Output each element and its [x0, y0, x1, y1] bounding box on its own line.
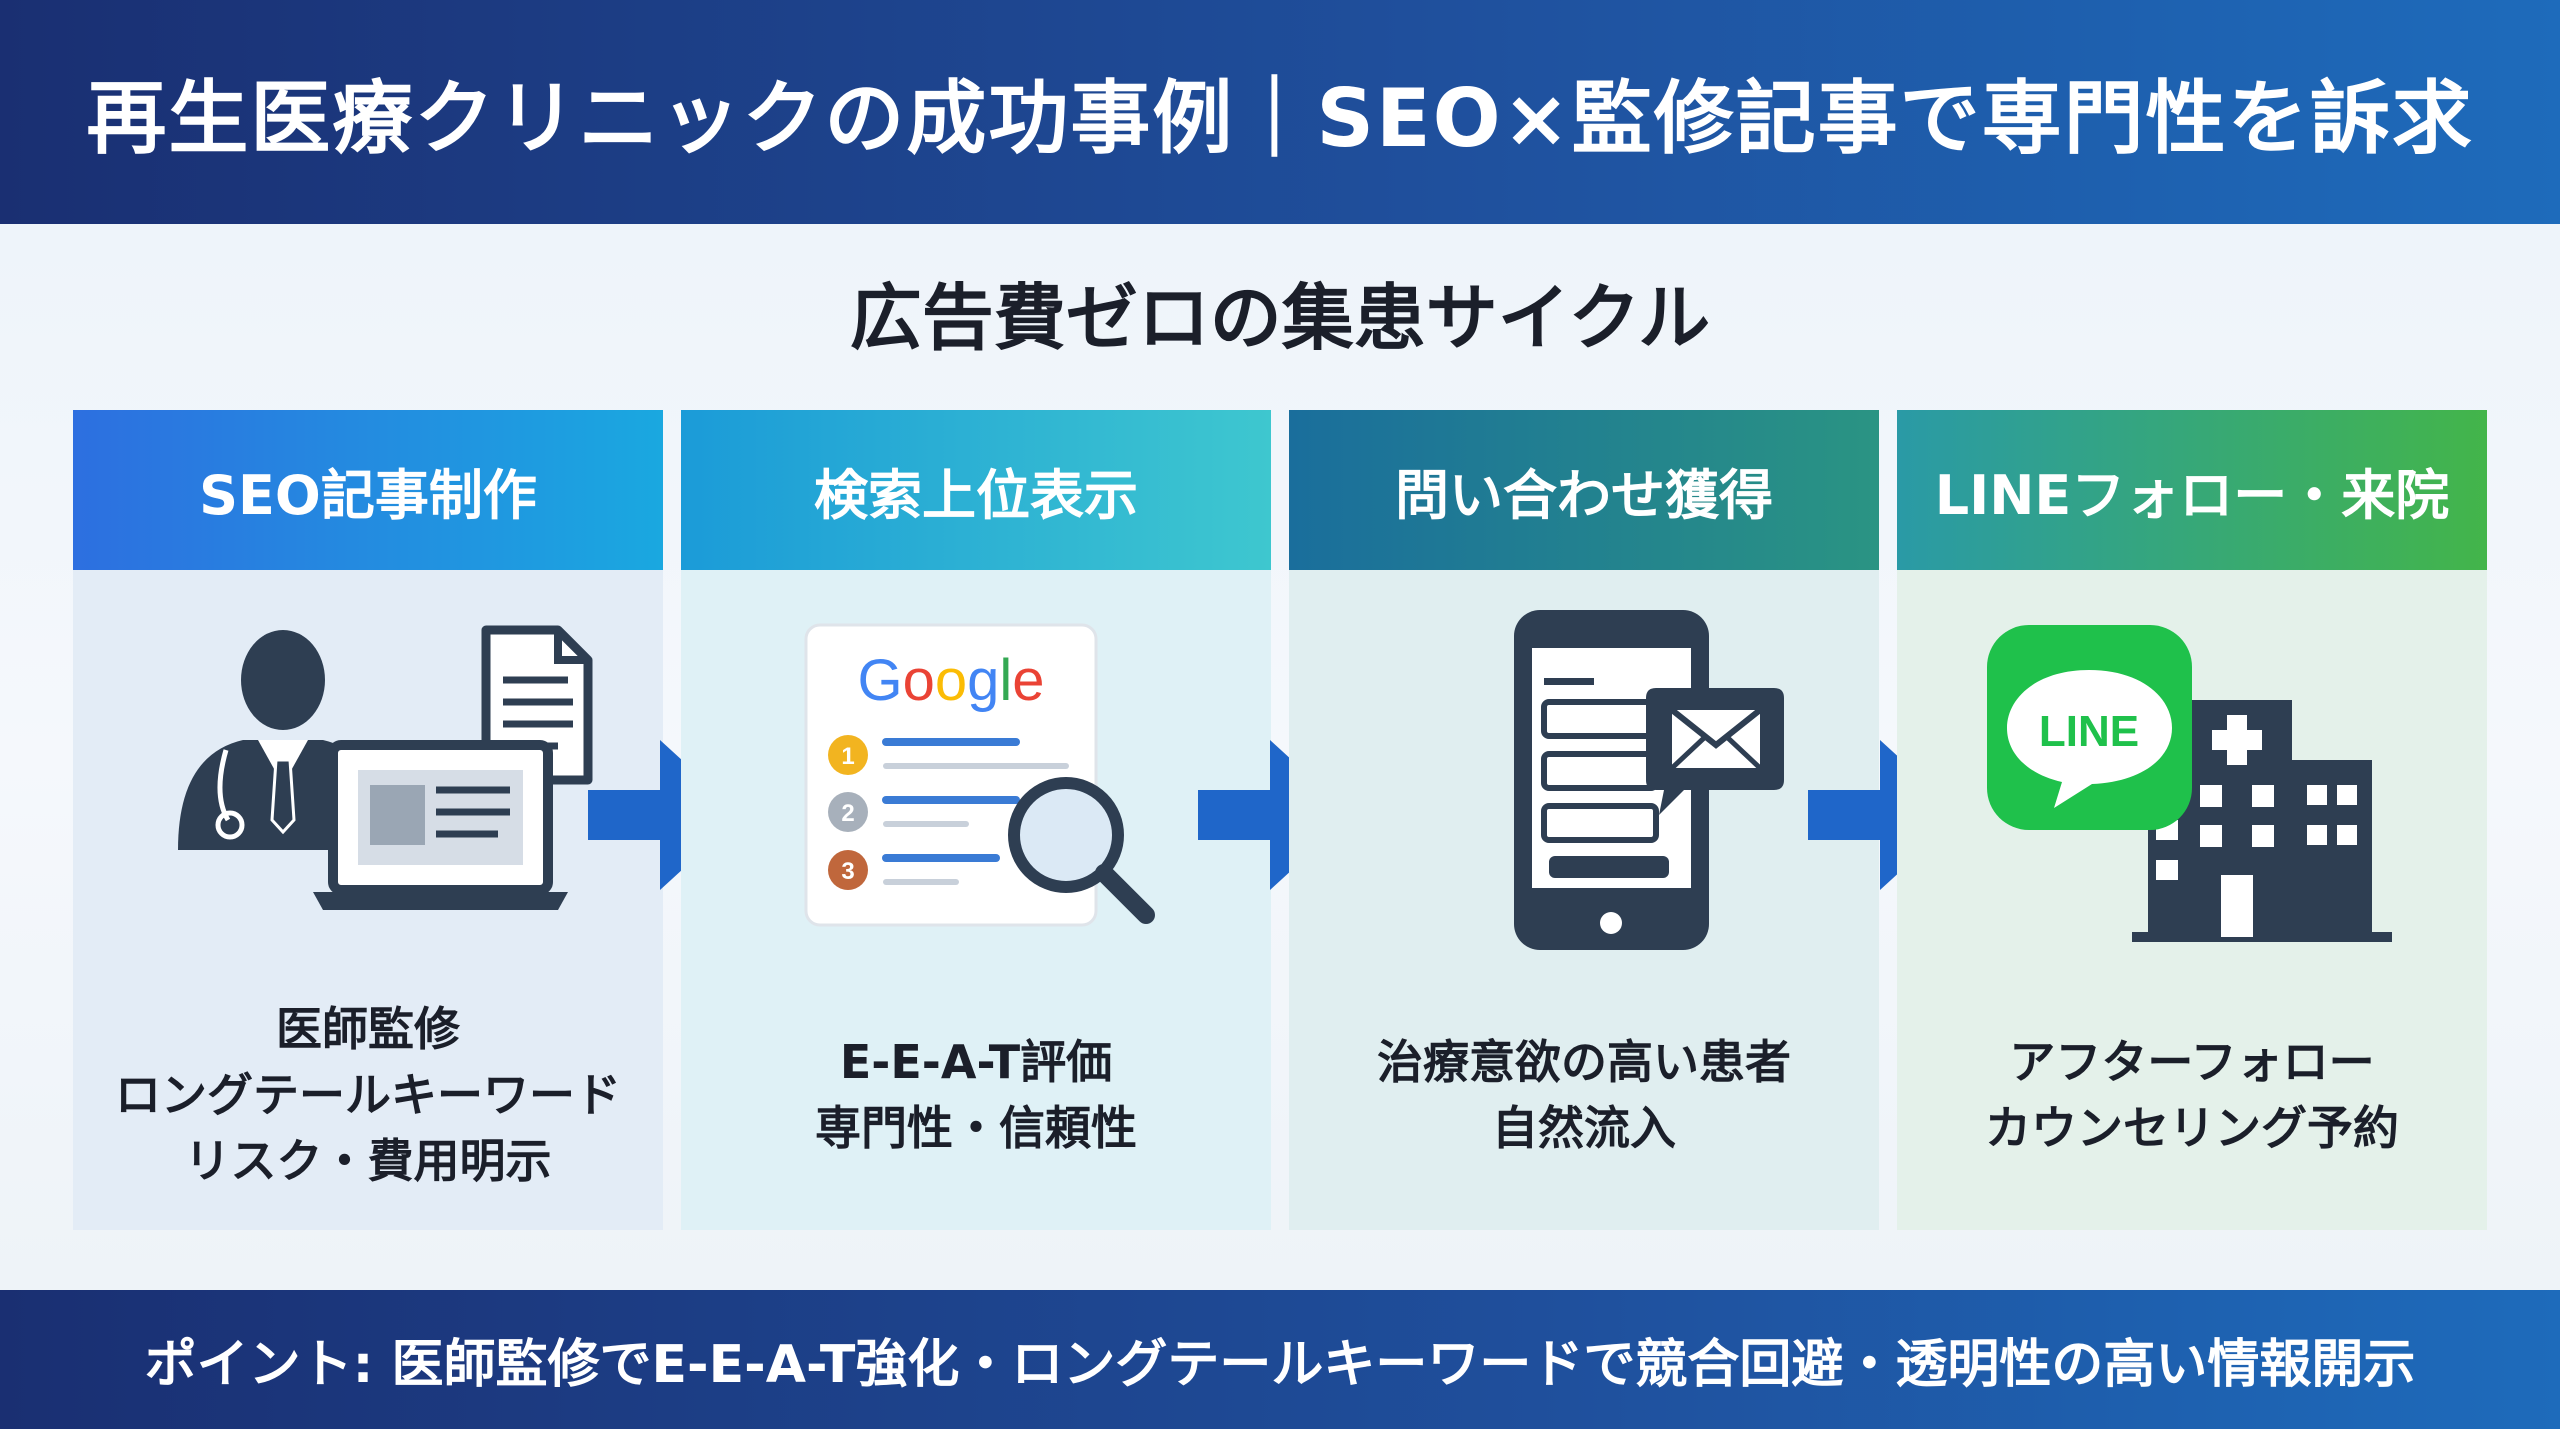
step-title: SEO記事制作 — [199, 463, 537, 527]
cycle-title: 広告費ゼロの集患サイクル — [849, 276, 1711, 360]
description-line: カウンセリング予約 — [1985, 1101, 2399, 1155]
step-body: LINE アフターフォロー カウンセリング予約 — [1897, 570, 2487, 1230]
line-hospital-icon: LINE — [1987, 625, 2392, 942]
rank-badge-3: 3 — [828, 850, 868, 890]
rank-badge-1: 1 — [828, 735, 868, 775]
step-description: アフターフォロー カウンセリング予約 — [1897, 985, 2487, 1205]
header-band: 再生医療クリニックの成功事例｜SEO×監修記事で専門性を訴求 — [0, 0, 2560, 224]
step-header: SEO記事制作 — [73, 410, 663, 570]
arrow-right-icon — [588, 740, 742, 890]
line-app-icon: LINE — [1987, 625, 2192, 830]
step-body: 医師監修 ロングテールキーワード リスク・費用明示 — [73, 570, 663, 1230]
laptop-icon — [313, 740, 568, 910]
google-logo: Google — [857, 648, 1044, 713]
step-description: 医師監修 ロングテールキーワード リスク・費用明示 — [73, 985, 663, 1205]
description-line: ロングテールキーワード — [115, 1068, 621, 1122]
footer-point: ポイント: 医師監修でE-E-A-T強化・ロングテールキーワードで競合回避・透明… — [144, 1335, 2416, 1395]
google-search-results-icon: Google 1 2 3 — [804, 623, 1155, 927]
svg-text:3: 3 — [841, 858, 854, 885]
step-search-ranking: 検索上位表示 Google 1 2 3 — [681, 410, 1271, 1230]
step-description: 治療意欲の高い患者 自然流入 — [1289, 985, 1879, 1205]
smartphone-mail-icon — [1514, 610, 1784, 950]
line-logo-text: LINE — [2039, 707, 2139, 756]
step-line-visit: LINEフォロー・来院 — [1897, 410, 2487, 1230]
description-line: 自然流入 — [1492, 1101, 1676, 1155]
step-header: 検索上位表示 — [681, 410, 1271, 570]
mail-icon — [1646, 688, 1784, 815]
svg-text:1: 1 — [841, 743, 854, 770]
description-line: 専門性・信頼性 — [815, 1101, 1137, 1155]
step-description: E-E-A-T評価 専門性・信頼性 — [681, 985, 1271, 1205]
rank-badge-2: 2 — [828, 792, 868, 832]
step-title: 問い合わせ獲得 — [1395, 463, 1773, 527]
arrow-right-icon — [1198, 740, 1352, 890]
description-line: E-E-A-T評価 — [839, 1035, 1113, 1089]
page-title: 再生医療クリニックの成功事例｜SEO×監修記事で専門性を訴求 — [86, 72, 2474, 165]
step-header: 問い合わせ獲得 — [1289, 410, 1879, 570]
step-title: 検索上位表示 — [814, 463, 1138, 527]
step-seo-article: SEO記事制作 — [73, 410, 663, 1230]
step-header: LINEフォロー・来院 — [1897, 410, 2487, 570]
footer-band: ポイント: 医師監修でE-E-A-T強化・ロングテールキーワードで競合回避・透明… — [0, 1290, 2560, 1429]
step-inquiry: 問い合わせ獲得 — [1289, 410, 1879, 1230]
arrow-right-icon — [1808, 740, 1962, 890]
step-body: 治療意欲の高い患者 自然流入 — [1289, 570, 1879, 1230]
step-title: LINEフォロー・来院 — [1934, 463, 2450, 527]
hospital-icon — [2132, 700, 2392, 942]
doctor-laptop-document-icon — [178, 625, 593, 910]
description-line: 治療意欲の高い患者 — [1377, 1035, 1791, 1089]
step-body: Google 1 2 3 — [681, 570, 1271, 1230]
svg-text:2: 2 — [841, 800, 854, 827]
magnifier-icon — [1008, 777, 1155, 924]
description-line: アフターフォロー — [2009, 1035, 2375, 1089]
description-line: リスク・費用明示 — [184, 1134, 552, 1188]
description-line: 医師監修 — [276, 1002, 460, 1056]
